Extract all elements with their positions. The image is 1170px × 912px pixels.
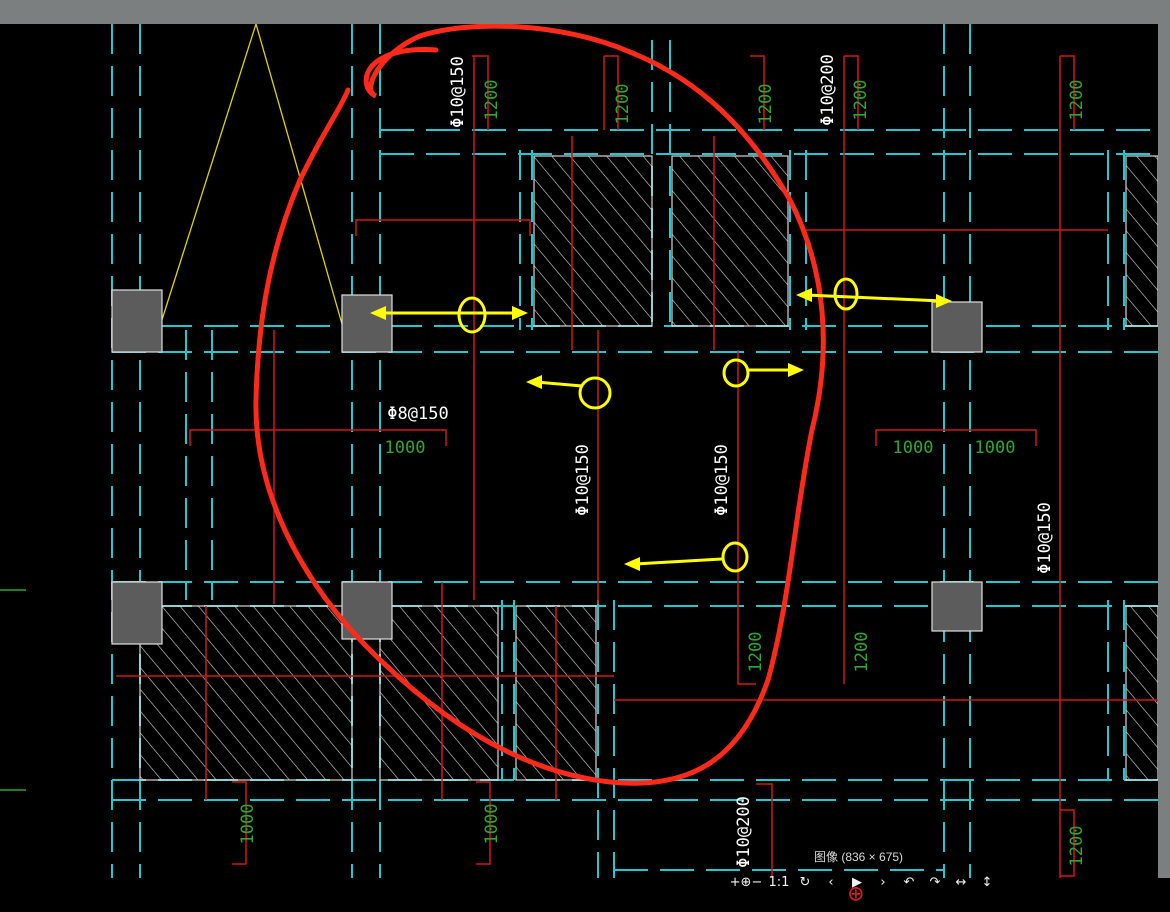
image-size-caption: 图像 (836 × 675) xyxy=(814,850,904,864)
bottom-partial-mark: ⊕ xyxy=(848,879,864,908)
hatched-regions xyxy=(139,155,1159,781)
image-viewer-toolbar: 图像 (836 × 675) +⊕− 1:1 ↻ ‹ ▶ › ↶ ↷ ↔ ↕ xyxy=(726,846,1006,896)
label-len-1200-e: 1200 xyxy=(1067,80,1087,121)
redo-button[interactable]: ↷ xyxy=(929,874,941,890)
label-rebar-phi8: Φ8@150 xyxy=(387,404,448,424)
label-len-1200-g: 1200 xyxy=(852,632,872,673)
previous-button[interactable]: ‹ xyxy=(828,874,834,890)
fit-width-button[interactable]: ↔ xyxy=(955,874,967,890)
viewer-tool-row: +⊕− 1:1 ↻ ‹ ▶ › ↶ ↷ ↔ ↕ xyxy=(726,872,1000,892)
rotate-button[interactable]: ↻ xyxy=(799,874,811,890)
label-len-1200-a: 1200 xyxy=(482,80,502,121)
fit-height-button[interactable]: ↕ xyxy=(981,874,993,890)
label-len-1000-c: 1000 xyxy=(975,438,1016,458)
label-len-1200-f: 1200 xyxy=(746,632,766,673)
yellow-slope-lines xyxy=(159,23,343,327)
label-len-1000-a: 1000 xyxy=(385,438,426,458)
label-len-1000-b: 1000 xyxy=(893,438,934,458)
red-annotation-loop xyxy=(253,23,826,786)
label-rebar-top-left: Φ10@150 xyxy=(448,56,468,128)
left-markers xyxy=(0,589,26,791)
window-title-bar xyxy=(0,0,1170,24)
yellow-annotations xyxy=(370,277,952,573)
label-rebar-bottom: Φ10@200 xyxy=(734,796,754,868)
label-rebar-top-mid: Φ10@200 xyxy=(818,54,838,126)
label-rebar-mid-1: Φ10@150 xyxy=(573,444,593,516)
label-len-1200-d: 1200 xyxy=(851,80,871,121)
label-len-1200-h: 1200 xyxy=(1067,826,1087,867)
columns xyxy=(111,289,983,645)
label-rebar-mid-2: Φ10@150 xyxy=(712,444,732,516)
play-button[interactable]: ▶ xyxy=(852,874,862,890)
actual-size-button[interactable]: 1:1 xyxy=(768,874,790,890)
undo-button[interactable]: ↶ xyxy=(903,874,915,890)
grid-lines-vertical xyxy=(111,24,1125,878)
label-len-1200-b: 1200 xyxy=(613,84,633,125)
rebar-lines xyxy=(116,55,1158,878)
window-right-border xyxy=(1158,0,1170,878)
next-button[interactable]: › xyxy=(880,874,886,890)
label-len-1000-d: 1000 xyxy=(238,804,258,845)
label-rebar-right: Φ10@150 xyxy=(1035,502,1055,574)
zoom-control[interactable]: +⊕− xyxy=(729,874,763,890)
label-len-1200-c: 1200 xyxy=(756,84,776,125)
label-len-1000-e: 1000 xyxy=(482,804,502,845)
